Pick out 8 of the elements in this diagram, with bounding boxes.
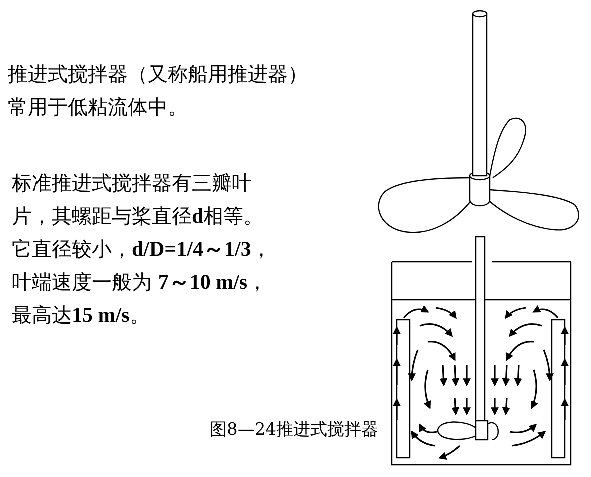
description-text: 常用于低粘流体中。 (8, 95, 188, 119)
description-text: 推进式搅拌器（又称船用推进器） (8, 62, 308, 86)
figure-caption: 图8—24推进式搅拌器 (210, 419, 378, 442)
description-text: 片，其螺距与桨直径d相等。 (12, 204, 264, 228)
description-text: 最高达15 m/s。 (12, 303, 150, 327)
description-text: 它直径较小，d/D=1/4～1/3， (12, 237, 272, 261)
description-text: 标准推进式搅拌器有三瓣叶 (12, 171, 252, 195)
description-text: 叶端速度一般为 7～10 m/s， (12, 270, 268, 294)
